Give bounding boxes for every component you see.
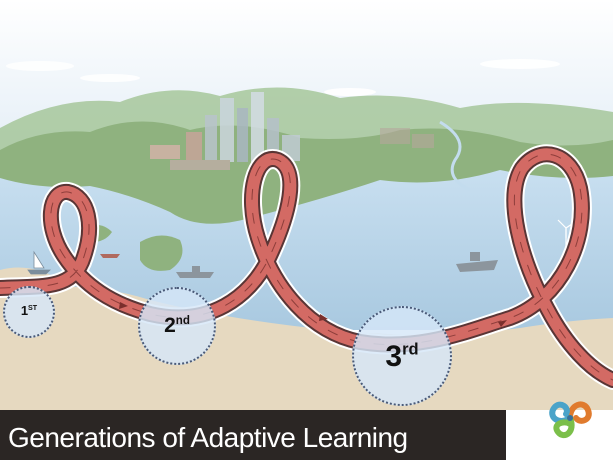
ribbon-arrows (119, 302, 507, 327)
generation-2-label: 2nd (164, 314, 190, 337)
generation-3-label: 3rd (385, 340, 419, 373)
ship-icon (176, 266, 214, 278)
slide-title: Generations of Adaptive Learning (8, 422, 408, 453)
cargo-ship-icon (456, 252, 498, 272)
learning-ribbon (0, 144, 613, 390)
boat-icon (100, 254, 120, 258)
generation-3-circle: 3rd (352, 306, 452, 406)
sailboat-icon (27, 250, 51, 275)
title-bar: Generations of Adaptive Learning (0, 410, 506, 460)
river (439, 120, 471, 192)
clouds (6, 59, 560, 96)
island (140, 235, 183, 271)
generation-1-label: 1ST (20, 303, 38, 318)
triskelion-logo-icon (549, 401, 592, 439)
generation-1-circle: 1ST (3, 286, 55, 338)
generation-2-circle: 2nd (138, 287, 216, 365)
city (150, 92, 434, 170)
